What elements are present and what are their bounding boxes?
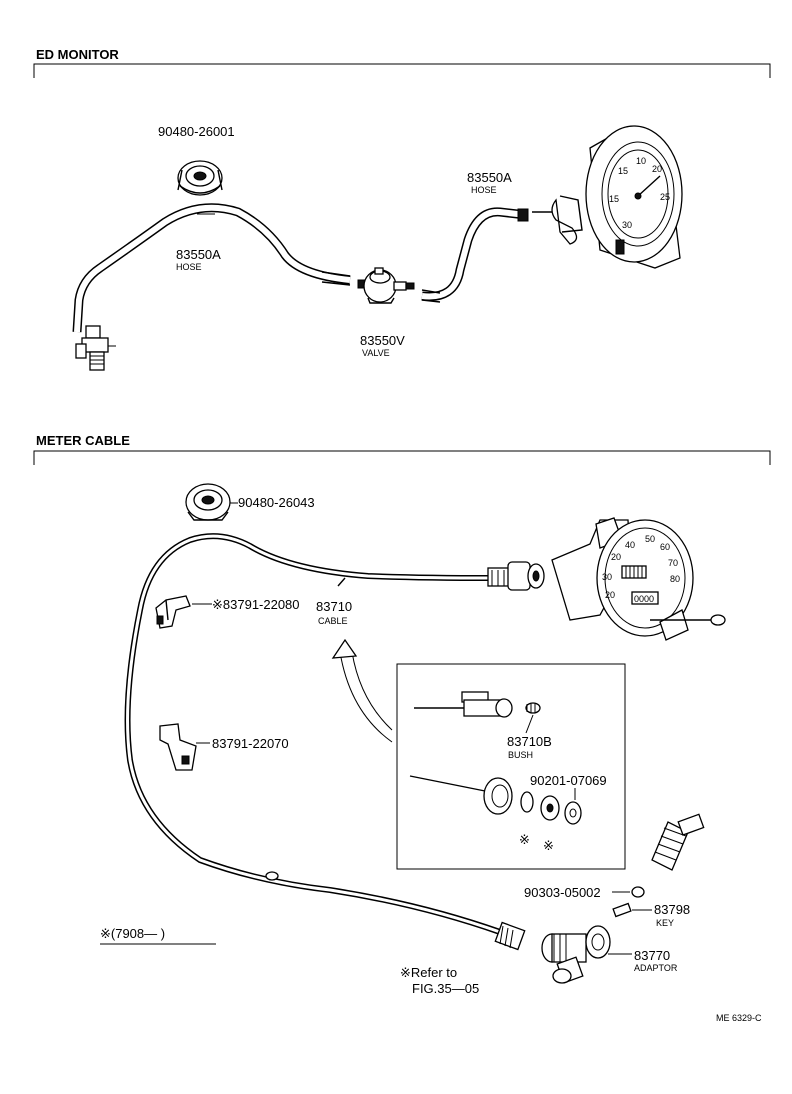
label-90303-05002: 90303-05002 [524,885,601,900]
detail-box [396,663,626,870]
section-title-meter-cable: METER CABLE [36,433,130,448]
label-83770: 83770 [634,948,670,963]
section-title-ed-monitor: ED MONITOR [36,47,119,62]
washer-detail [409,775,582,825]
adaptor-83770 [494,921,611,984]
odometer-readout: 0000 [634,594,654,604]
refer-to-note: ※Refer to [400,965,457,980]
label-adaptor: ADAPTOR [634,963,678,973]
label-bush: BUSH [508,750,533,760]
svg-text:30: 30 [622,220,632,230]
hose-left [72,203,351,333]
ed-gauge: 15 10 20 15 25 30 [532,125,683,269]
section-bracket-meter-cable [33,450,771,465]
svg-text:20: 20 [652,164,662,174]
clamp-83791-22080 [155,595,191,629]
star-b: ※ [543,838,554,853]
label-83550a-top: 83550A [467,170,512,185]
cable-connector-speedo [487,561,545,591]
label-hose-top: HOSE [471,185,497,195]
label-83791-22070: 83791-22070 [212,736,289,751]
label-83798: 83798 [654,902,690,917]
label-83791-22080: ※83791-22080 [212,597,300,612]
svg-text:10: 10 [636,156,646,166]
grommet-26043 [185,483,231,521]
svg-text:30: 30 [602,572,612,582]
svg-text:15: 15 [609,194,619,204]
section-bracket-ed-monitor [33,63,771,78]
meter-cable-83710 [124,533,501,935]
star-a: ※ [519,832,530,847]
clamp-83791-22070 [159,723,197,771]
valve-83550v [357,267,415,304]
svg-text:20: 20 [605,590,615,600]
bush-detail [414,691,541,718]
label-90480-26043: 90480-26043 [238,495,315,510]
svg-text:40: 40 [625,540,635,550]
figure-code: ME 6329-C [716,1013,762,1023]
hose-fitting [75,325,116,371]
nut-90303-05002 [631,886,645,898]
label-83710b: 83710B [507,734,552,749]
svg-text:20: 20 [611,552,621,562]
svg-text:70: 70 [668,558,678,568]
key-83798 [612,902,632,918]
note-date-range: ※(7908— ) [100,926,165,941]
hose-right [421,207,529,303]
label-90480-26001: 90480-26001 [158,124,235,139]
driven-gear [651,813,705,871]
label-83550v: 83550V [360,333,405,348]
label-90201-07069: 90201-07069 [530,773,607,788]
label-83550a-left: 83550A [176,247,221,262]
svg-text:60: 60 [660,542,670,552]
svg-text:25: 25 [660,192,670,202]
grommet-26001 [177,160,223,196]
label-cable: CABLE [318,616,348,626]
svg-text:15: 15 [618,166,628,176]
svg-text:80: 80 [670,574,680,584]
detail-arrow [331,638,393,743]
label-key: KEY [656,918,674,928]
label-hose-left: HOSE [176,262,202,272]
speedometer: 0000 20 40 50 60 70 80 30 20 [551,517,726,641]
fig-reference: FIG.35—05 [412,981,479,996]
label-valve: VALVE [362,348,390,358]
label-83710: 83710 [316,599,352,614]
svg-text:50: 50 [645,534,655,544]
